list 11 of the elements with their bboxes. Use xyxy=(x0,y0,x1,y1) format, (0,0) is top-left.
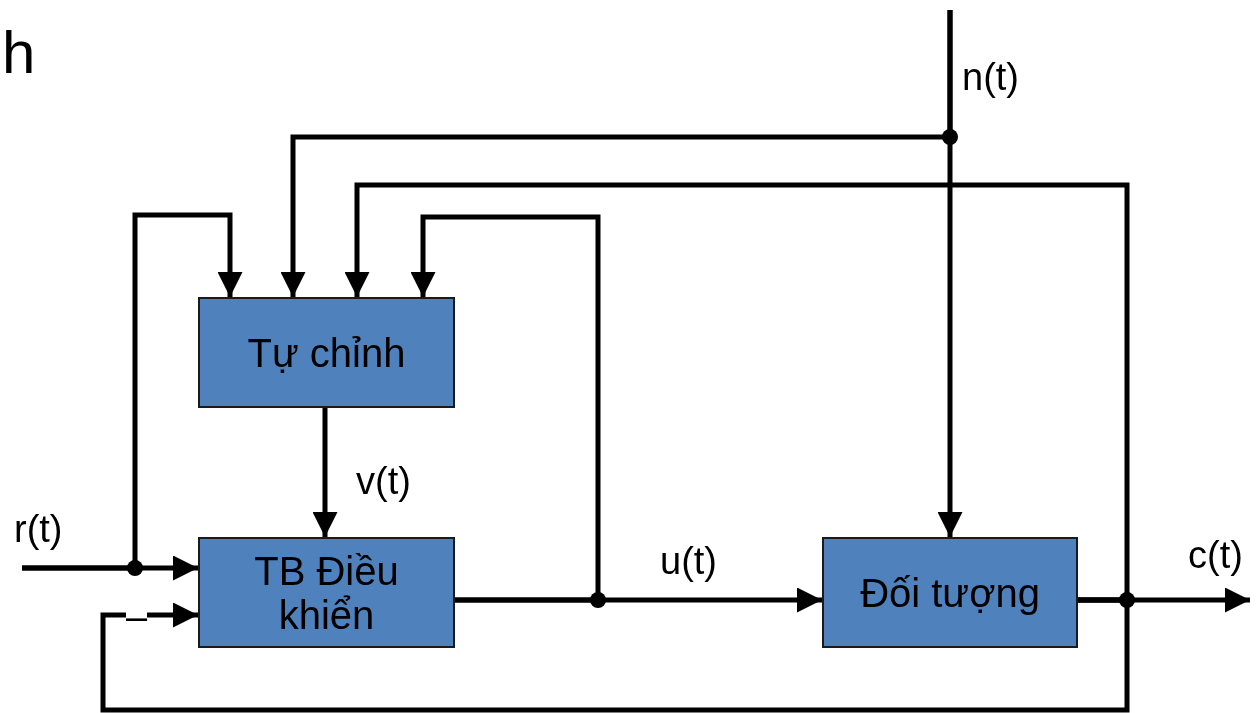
process-box xyxy=(198,537,455,648)
arrow xyxy=(280,10,953,297)
process-box xyxy=(822,537,1078,648)
box-label: Tự chỉnh xyxy=(247,330,406,375)
arrow xyxy=(410,214,601,603)
box-label: TB Điều khiển xyxy=(253,548,400,637)
process-box xyxy=(198,297,455,408)
arrow xyxy=(312,408,338,537)
box-label: Đối tượng xyxy=(860,570,1040,615)
arrow xyxy=(22,212,243,571)
arrow xyxy=(100,597,1130,713)
